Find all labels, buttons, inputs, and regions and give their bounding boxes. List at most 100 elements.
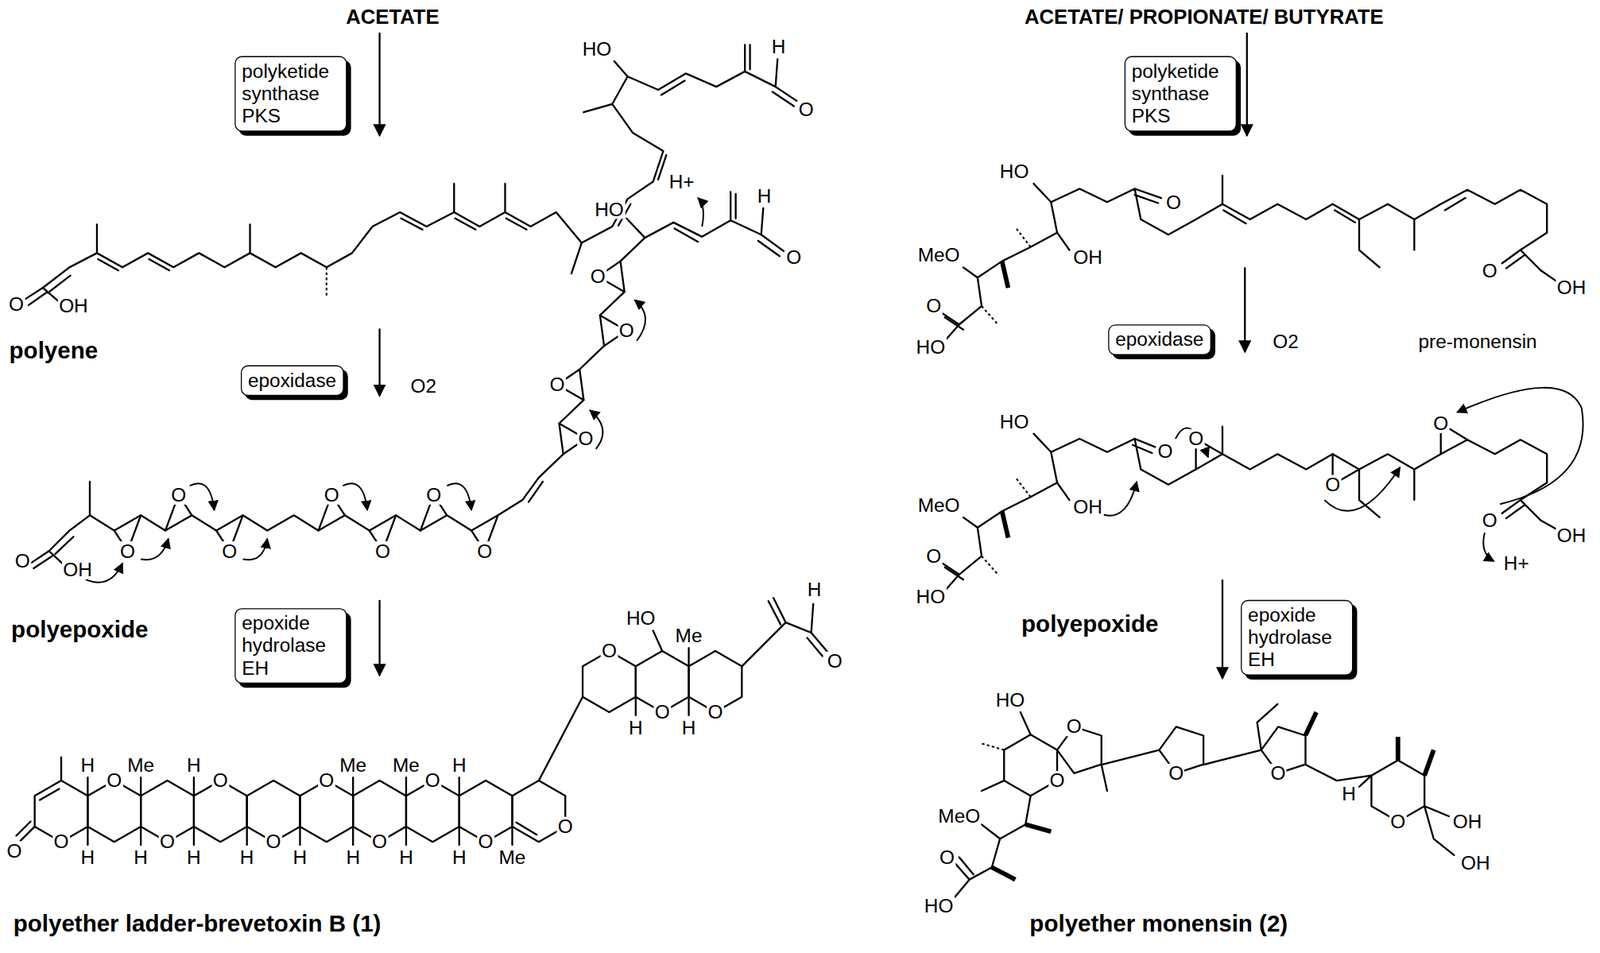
pre-monensin-structure-part (1223, 197, 1465, 224)
polyepoxide-structure-part (54, 193, 736, 554)
monensin-polyepoxide-structure-part (1175, 427, 1209, 458)
heading-label: ACETATE/ PROPIONATE/ BUTYRATE (1023, 6, 1385, 28)
polyepoxide-structure-part (189, 483, 215, 511)
monensin-polyepoxide-structure-part (1002, 511, 1009, 538)
atom-label: HO (593, 199, 625, 219)
polyepoxide-structure-part (30, 191, 784, 569)
monensin-polyepoxide-structure-part (981, 478, 1031, 575)
atom-label: HO (914, 337, 946, 357)
atom-label: O (13, 551, 31, 571)
atom-label: HO (999, 161, 1031, 181)
atom-label: O (374, 541, 392, 561)
atom-label: OH (61, 559, 93, 579)
atom-label: O (1481, 511, 1500, 531)
monensin-polyepoxide-structure-part (1456, 387, 1583, 504)
process-arrow-part (378, 600, 380, 676)
pre-monensin-structure (941, 175, 1558, 341)
process-arrow-part (378, 328, 380, 396)
monensin-structure-part (953, 704, 1454, 899)
pre-monensin-structure-part (959, 189, 1547, 326)
atom-label: H (755, 185, 772, 206)
atom-label: O (925, 296, 943, 316)
atom-label: O (1432, 414, 1450, 434)
atom-label: HO (914, 587, 946, 607)
heading-label: polyepoxide (1020, 612, 1160, 636)
atom-label: OH (1555, 526, 1587, 546)
atom-label: H+ (667, 171, 695, 191)
atom-label: O (925, 546, 943, 566)
atom-label: O (577, 429, 595, 449)
polyepoxide-structure-part (49, 220, 762, 551)
atom-label: HO (923, 896, 955, 916)
brevetoxin-structure-part (16, 697, 584, 841)
atom-label: H (132, 847, 149, 867)
enzyme-name: epoxidase (247, 369, 337, 392)
atom-label: H (627, 717, 644, 737)
atom-label: OH (1072, 247, 1104, 267)
atom-label: Me (497, 847, 527, 867)
heading-label: polyether ladder-brevetoxin B (1) (11, 912, 382, 937)
atom-label: O (1187, 429, 1205, 449)
atom-label: H (398, 847, 415, 867)
atom-label: H (239, 847, 256, 867)
polyene-structure-part (47, 44, 750, 293)
monensin-polyepoxide-structure (941, 387, 1584, 592)
polyepoxide-structure-part (446, 483, 472, 511)
monensin-structure (953, 704, 1454, 899)
polyepoxide-structure-part (342, 483, 368, 511)
heading-label: polyepoxide (10, 618, 150, 643)
enzyme-name: epoxide hydrolase EH (241, 612, 340, 679)
atom-label: Me (338, 755, 368, 775)
atom-label: H (451, 755, 468, 775)
atom-label: HO (581, 38, 613, 59)
atom-label: O (371, 832, 389, 852)
monensin-polyepoxide-structure-part (1102, 481, 1138, 516)
atom-label: O (706, 702, 725, 722)
atom-label: O (52, 832, 70, 852)
atom-label: O (548, 375, 566, 395)
atom-label: O (476, 832, 495, 852)
atom-label: OH (1072, 497, 1104, 517)
brevetoxin-structure-part (87, 826, 512, 845)
atom-label: H (1340, 784, 1357, 804)
polyene-structure-part (25, 44, 798, 305)
enzyme-box: epoxide hydrolase EH (1240, 600, 1353, 675)
atom-label: O (220, 541, 239, 561)
enzyme-box: epoxidase (1107, 324, 1211, 355)
polyepoxide-structure-part (114, 261, 627, 552)
atom-label: O (424, 770, 442, 791)
atom-label: H (451, 847, 468, 867)
atom-label: OH (1555, 278, 1587, 298)
atom-label: O (425, 484, 443, 504)
enzyme-name: polyketide synthase PKS (241, 60, 340, 128)
atom-label: O (158, 832, 177, 852)
atom-label: O2 (409, 375, 438, 396)
atom-label: O (476, 541, 494, 561)
atom-label: H (185, 755, 202, 775)
polyepoxide-structure-part (697, 197, 704, 227)
monensin-structure-part (979, 743, 1004, 751)
heading-label: polyether monensin (2) (1028, 912, 1289, 937)
monensin-polyepoxide-structure-part (959, 438, 1547, 575)
atom-label: O (105, 770, 124, 791)
atom-label: O (322, 484, 341, 504)
atom-label: O (1165, 192, 1183, 212)
atom-label: HO (994, 689, 1026, 709)
pre-monensin-structure-part (1002, 261, 1009, 288)
process-arrow (379, 32, 1248, 679)
atom-label: Me (391, 755, 421, 775)
atom-label: O (589, 267, 608, 287)
atom-label: H (805, 580, 822, 600)
atom-label: H (680, 717, 697, 737)
polyene-structure (25, 44, 798, 305)
process-arrow-part (1243, 267, 1246, 353)
enzyme-box: polyketide synthase PKS (234, 56, 347, 132)
atom-label: H (79, 847, 96, 867)
atom-label: O (7, 294, 26, 314)
atom-label: H+ (1503, 553, 1531, 573)
atom-label: O (1167, 763, 1186, 783)
atom-label: H (79, 755, 96, 775)
polyepoxide-structure-part (140, 538, 169, 560)
